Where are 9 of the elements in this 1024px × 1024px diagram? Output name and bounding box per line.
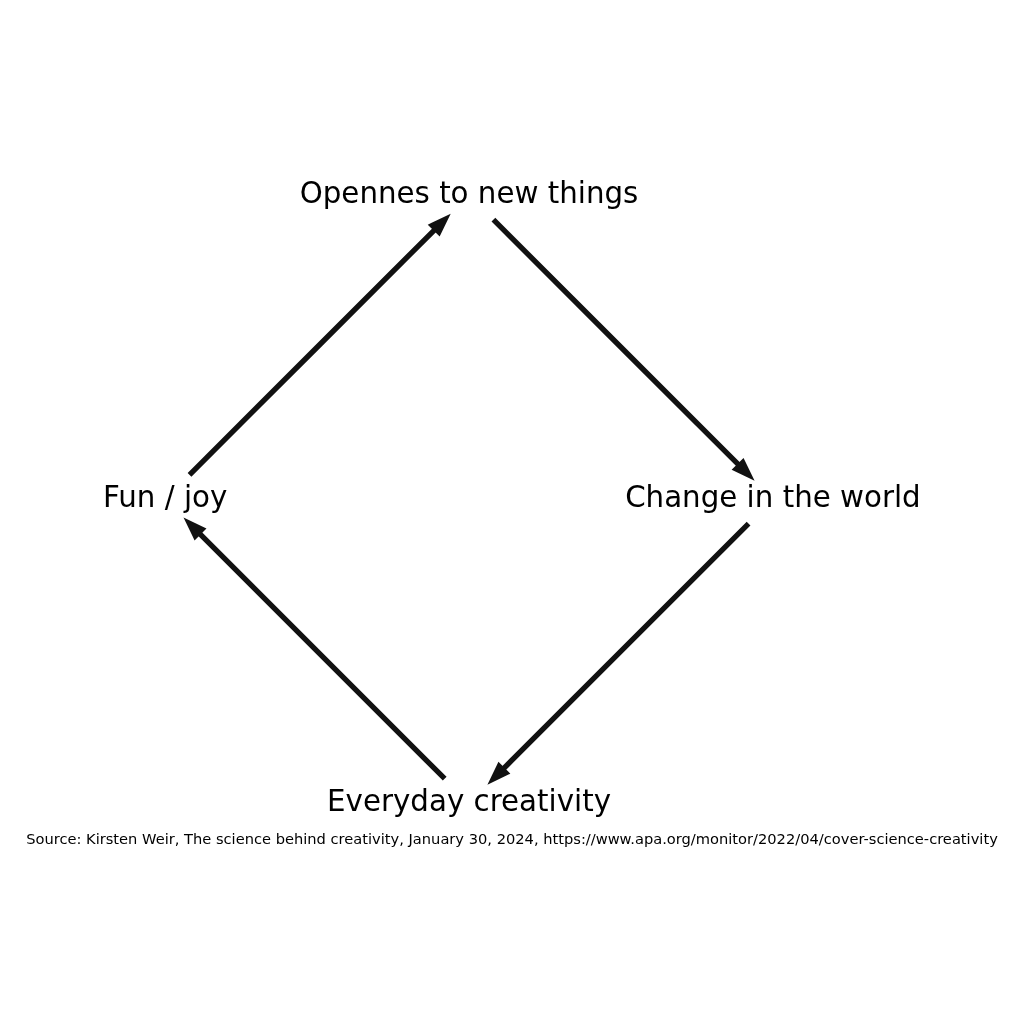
arrow [491, 217, 755, 481]
arrow [487, 521, 751, 785]
caption: Source: Kirsten Weir, The science behind creativity, January 30, 2024, https://www.apa.org/monitor/2022/04/cover-science-creativity [26, 829, 998, 847]
node-text: Everyday creativity [327, 783, 611, 818]
arrow [183, 517, 447, 781]
node-text: Opennes to new things [299, 175, 639, 210]
arrow [187, 213, 451, 477]
node-text: Fun / joy [103, 479, 228, 514]
node-text: Change in the world [625, 479, 921, 514]
